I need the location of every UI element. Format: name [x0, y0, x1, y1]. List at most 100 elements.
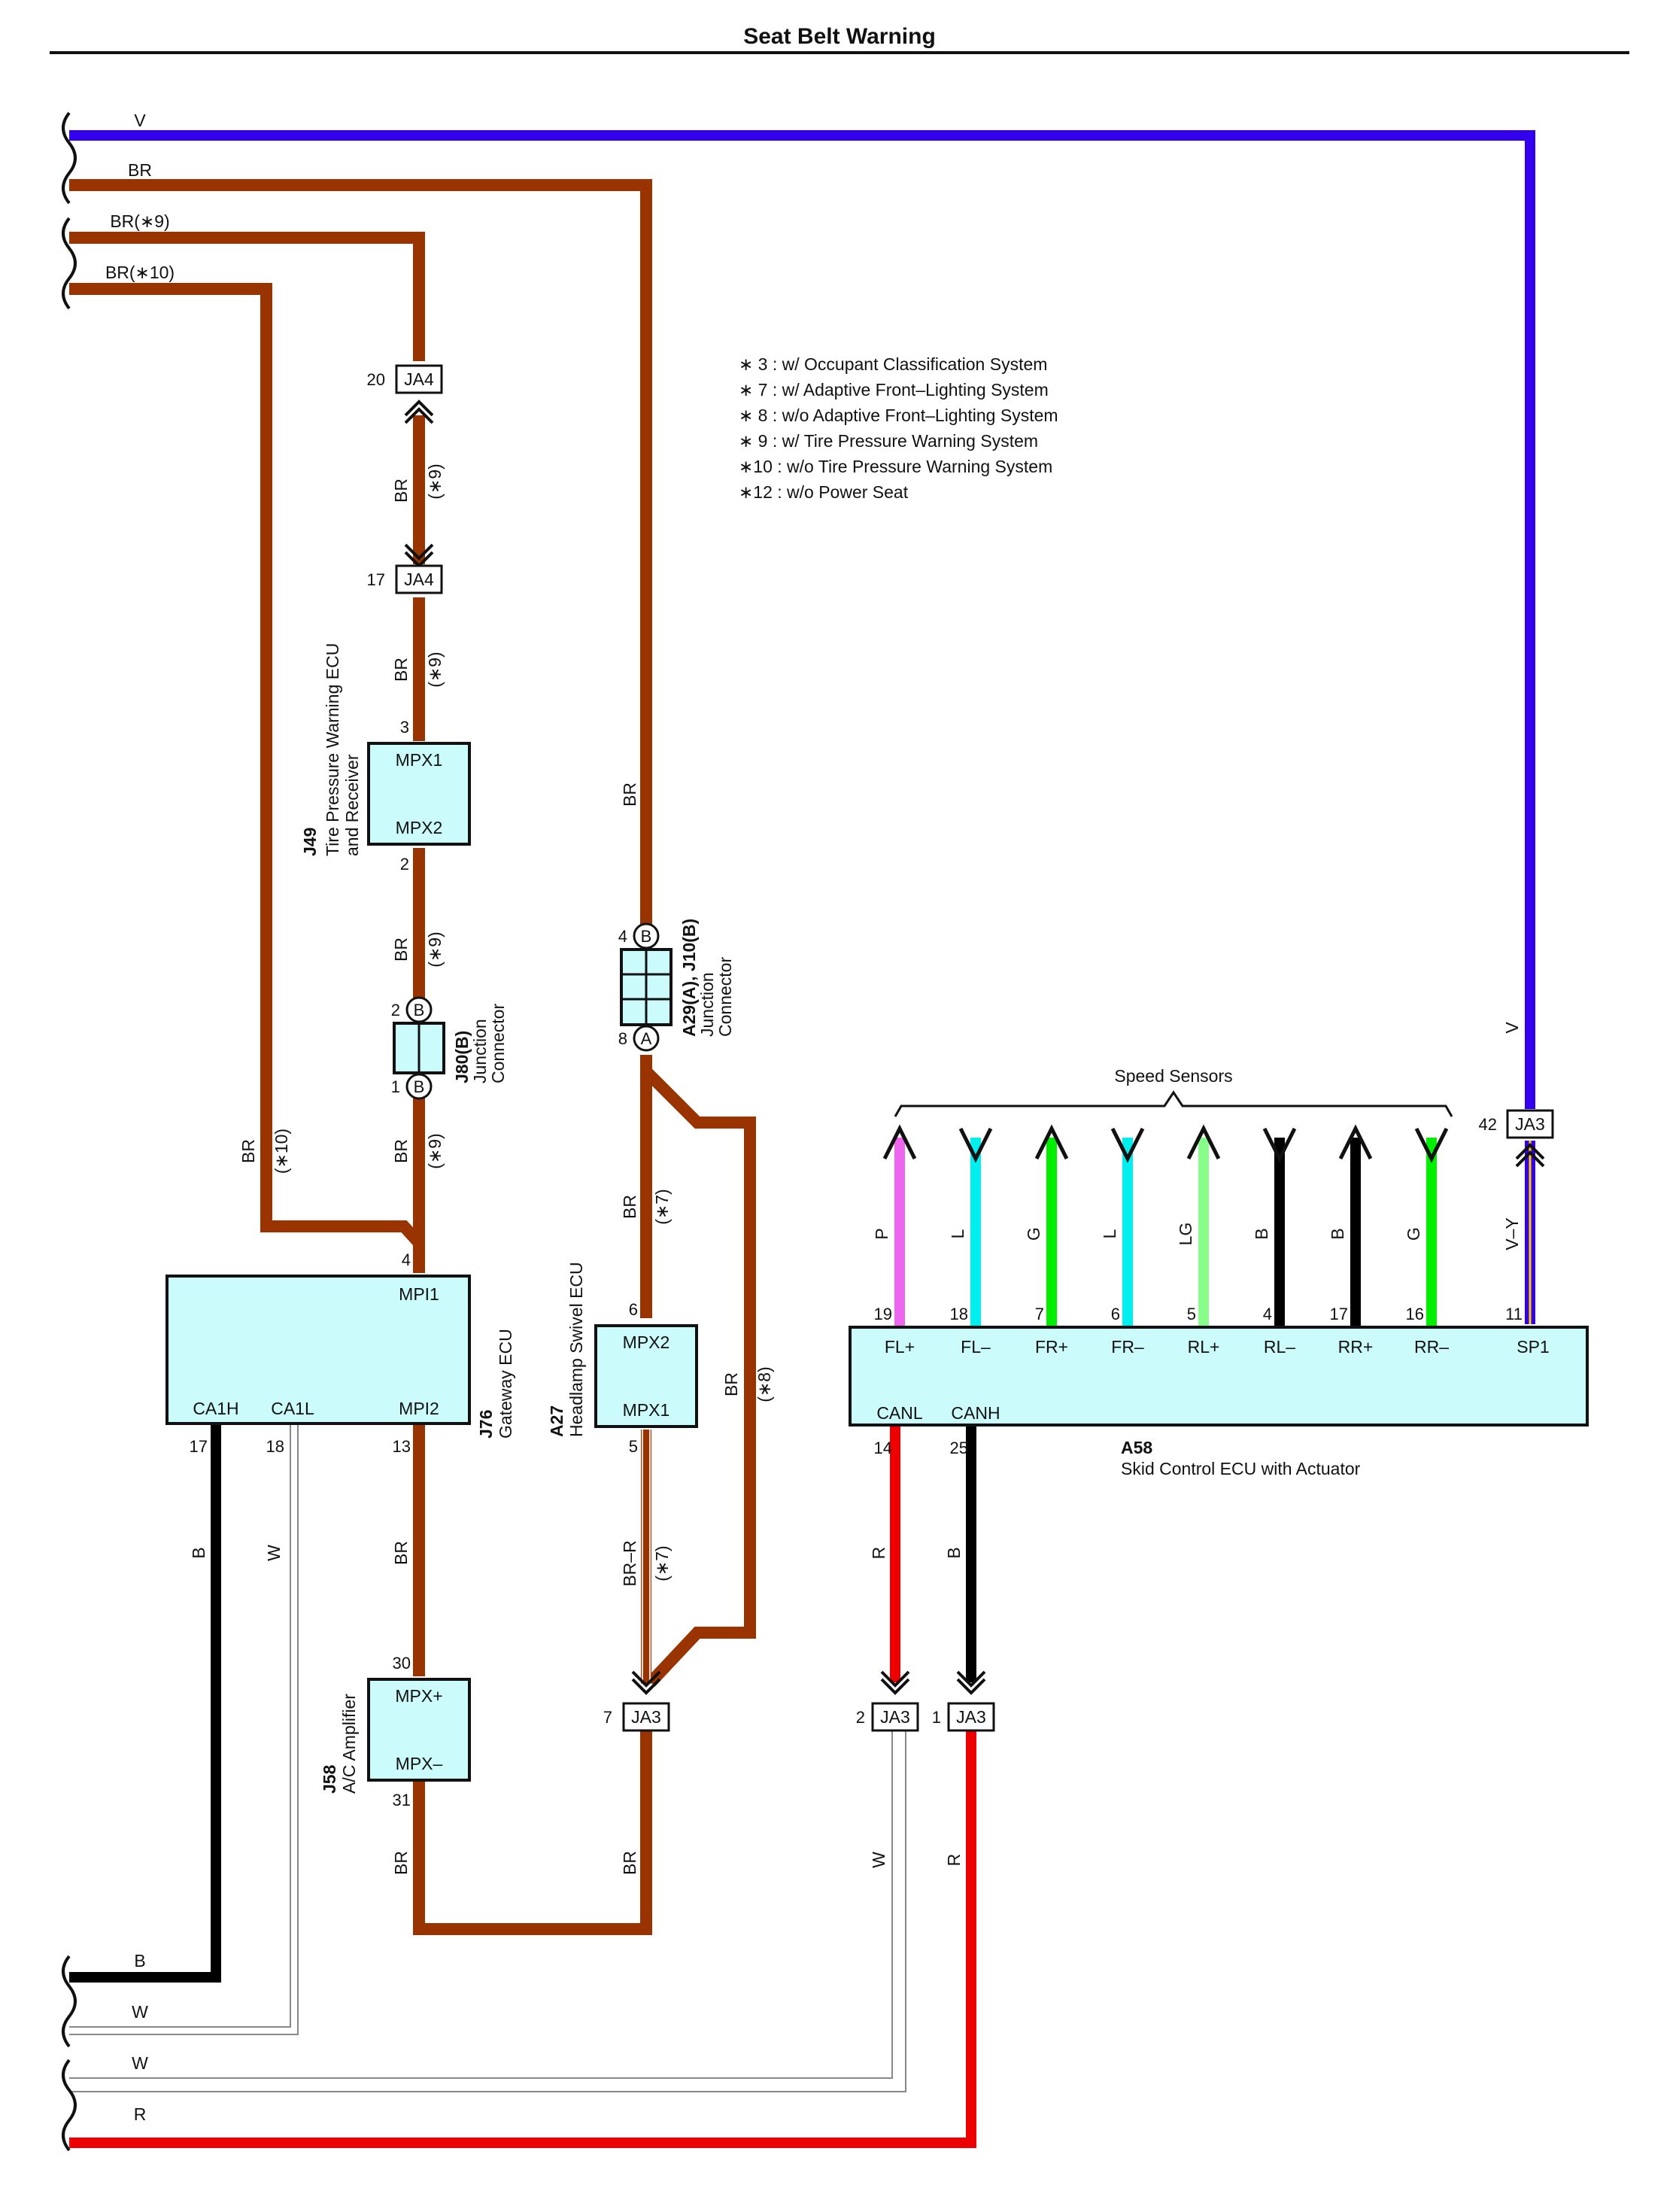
wire-label-s10: (∗10) — [272, 1129, 291, 1174]
wire-label-s8: (∗8) — [754, 1366, 774, 1402]
a29-name-1: Junction — [697, 972, 717, 1037]
a27-pin-bottom: 5 — [629, 1437, 638, 1456]
ja3-sp1-arrow-icon-2 — [1515, 1150, 1545, 1168]
sensor-arrow-icon-fl-1 — [958, 1127, 993, 1163]
j49-tire-pressure-ecu: MPX1 MPX2 3 2 J49 Tire Pressure Warning … — [300, 643, 471, 874]
j76-code: J76 — [476, 1410, 496, 1439]
ja3-sp1-arrow-icon — [1515, 1143, 1545, 1160]
note-7: ∗ 7 : w/ Adaptive Front–Lighting System — [739, 380, 1049, 400]
a58-pin-rr-6: 17 — [1330, 1305, 1348, 1323]
notes: ∗ 3 : w/ Occupant Classification System … — [739, 354, 1058, 502]
j76-term-mpi2: MPI2 — [399, 1399, 439, 1418]
a29-junction-connector: B A 4 8 A29(A), J10(B) Junction Connecto… — [618, 919, 735, 1052]
ja3-canh-connector: JA3 1 — [932, 1670, 995, 1732]
j76-term-ca1l: CA1L — [271, 1399, 314, 1418]
a58-term-canh: CANH — [951, 1403, 1000, 1423]
wire-w-ca1l-2 — [69, 1424, 299, 2035]
ja3-sp1-connector: JA3 42 — [1479, 1109, 1554, 1168]
sensor-wire-label-fl-0: P — [872, 1228, 891, 1239]
wire-br-j58-ja3 — [413, 1730, 652, 1935]
wire-label-s9-2: (∗9) — [425, 652, 445, 687]
wire-br8 — [642, 1067, 756, 1687]
a58-term-sp1: SP1 — [1517, 1337, 1549, 1357]
wire-label-s7-1: (∗7) — [652, 1189, 672, 1224]
sensor-arrow-icon-fr-3 — [1110, 1127, 1145, 1163]
j58-pin-top: 30 — [393, 1654, 411, 1673]
sensor-arrow-icon-fr-2 — [1034, 1124, 1069, 1160]
wire-label-r-canl: R — [869, 1547, 888, 1560]
j76-pin-ca1h: 17 — [190, 1437, 208, 1456]
j58-term-mpx-plus: MPX+ — [395, 1686, 442, 1706]
j80-code: J80(B) — [452, 1031, 472, 1083]
ja3-swivel-arrow-icon — [631, 1670, 661, 1688]
a29-letter-bottom: A — [641, 1029, 652, 1048]
wires — [69, 130, 1535, 2148]
ja4-top-pin: 20 — [367, 370, 385, 389]
a58-term-fr-2: FR+ — [1035, 1337, 1068, 1357]
wire-label-b-canh: B — [944, 1547, 964, 1558]
j49-code: J49 — [300, 828, 320, 856]
a58-term-canl: CANL — [876, 1403, 923, 1423]
wire-label-br-4: BR — [391, 1139, 411, 1163]
j76-term-ca1h: CA1H — [193, 1399, 238, 1418]
wire-label-r: R — [134, 2104, 147, 2124]
j76-pin-mpi1: 4 — [402, 1250, 411, 1269]
break-marks — [62, 111, 77, 2152]
wire-w-ca1l — [69, 1424, 291, 2028]
j76-gateway-ecu: MPI1 CA1H CA1L MPI2 4 17 18 13 J76 Gatew… — [165, 1250, 515, 1456]
note-8: ∗ 8 : w/o Adaptive Front–Lighting System — [739, 406, 1058, 425]
wire-label-w-ja3: W — [869, 1852, 888, 1868]
a58-term-fl-1: FL– — [961, 1337, 991, 1357]
sensor-wire-label-rl-5: B — [1252, 1228, 1271, 1239]
j49-name-1: Tire Pressure Warning ECU — [323, 643, 342, 856]
ja4-bottom-arrow-icon — [404, 543, 434, 561]
wire-label-br-2: BR — [391, 658, 411, 682]
sensor-arrow-icon-rr-6 — [1338, 1124, 1373, 1160]
ja3-swivel-connector: JA3 7 — [603, 1670, 670, 1732]
a29-pin-top: 4 — [618, 927, 627, 946]
sensor-arrow-icon-fl-0 — [882, 1124, 917, 1160]
wire-label-s7-2: (∗7) — [652, 1545, 672, 1581]
a58-term-rl-4: RL+ — [1188, 1337, 1220, 1357]
j76-name: Gateway ECU — [496, 1329, 515, 1439]
a27-term-mpx1: MPX1 — [623, 1400, 670, 1420]
a58-pin-rl-5: 4 — [1263, 1305, 1272, 1323]
j58-term-mpx-minus: MPX– — [396, 1754, 443, 1773]
a58-pin-fl-0: 19 — [874, 1305, 892, 1323]
wire-w-ja3 — [69, 1730, 893, 2079]
ja3-swivel-label: JA3 — [631, 1707, 661, 1727]
sensor-wire-label-fl-1: L — [948, 1229, 967, 1238]
wire-label-v: V — [134, 111, 146, 130]
wire-label-br: BR — [128, 160, 152, 180]
a58-pin-rr-7: 16 — [1406, 1305, 1424, 1323]
speed-sensors-label: Speed Sensors — [1114, 1066, 1232, 1086]
wire-label-s9-3: (∗9) — [425, 931, 445, 967]
j58-pin-bottom: 31 — [393, 1791, 411, 1809]
ja4-top-arrow-icon-2 — [404, 407, 434, 424]
wire-label-w1: W — [132, 2002, 148, 2022]
a29-code: A29(A), J10(B) — [679, 919, 699, 1037]
wire-label-br-main: BR — [620, 782, 639, 807]
ja3-canh-arrow-icon-2 — [956, 1678, 986, 1695]
ja4-bottom-label: JA4 — [404, 570, 434, 589]
a58-name: Skid Control ECU with Actuator — [1121, 1459, 1361, 1478]
j80-letter-bottom: B — [414, 1077, 425, 1096]
wire-label-br-3: BR — [391, 937, 411, 962]
wire-label-br-1: BR — [391, 479, 411, 503]
wire-label-w2: W — [132, 2053, 148, 2073]
ja3-canh-pin: 1 — [932, 1708, 941, 1727]
j76-pin-mpi2: 13 — [393, 1437, 411, 1456]
ja4-top-connector: JA4 20 — [367, 364, 443, 424]
wire-label-br-j58-bottom: BR — [391, 1851, 411, 1875]
wire-r-ja3 — [69, 1730, 976, 2148]
j80-name-2: Connector — [488, 1004, 508, 1083]
sensor-arrow-icon-rl-4 — [1186, 1124, 1221, 1160]
wire-label-br9: BR(∗9) — [110, 211, 169, 231]
a27-name: Headlamp Swivel ECU — [566, 1262, 586, 1437]
sensor-wire-label-fr-3: L — [1100, 1229, 1119, 1238]
a58-code: A58 — [1121, 1438, 1152, 1457]
ja3-canl-pin: 2 — [856, 1708, 865, 1727]
j58-ac-amplifier: MPX+ MPX– 30 31 J58 A/C Amplifier — [320, 1654, 471, 1809]
a58-term-fl-0: FL+ — [885, 1337, 915, 1357]
